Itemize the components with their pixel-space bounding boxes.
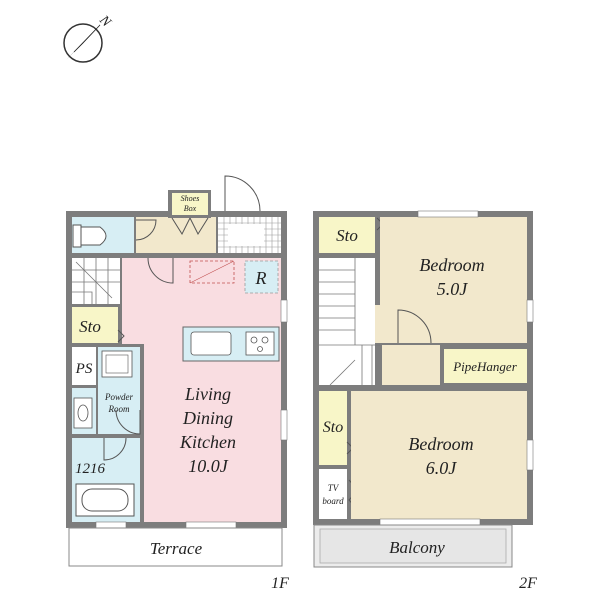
compass-north-label: N — [96, 12, 114, 30]
entrance-door — [224, 175, 261, 212]
ps-room — [72, 347, 96, 385]
ldk-label-3: Kitchen — [179, 432, 236, 452]
window-2f-bottom — [379, 518, 481, 526]
storage-2f-top-label: Sto — [336, 226, 358, 245]
washing-machine — [101, 350, 133, 378]
range-hood-diag — [189, 260, 235, 284]
floor-1f-label: 1F — [271, 575, 289, 592]
tv-board-label-1: TV — [328, 483, 340, 493]
bedroom-top-label-2: 5.0J — [437, 279, 469, 299]
refrigerator-space — [244, 260, 279, 294]
ldk-label-1: Living — [184, 384, 231, 404]
shoes-box-door-r — [189, 217, 209, 236]
ps-label: PS — [75, 361, 93, 377]
balcony-inner — [319, 528, 507, 564]
bath-label: 1216 — [75, 461, 106, 477]
kitchen-counter — [182, 326, 280, 362]
floor-2f-label: 2F — [519, 575, 537, 592]
stairs-1f-steps — [72, 258, 120, 304]
hall-room — [136, 217, 216, 253]
storage-2f-left — [319, 391, 347, 465]
compass-needle-light — [73, 24, 101, 53]
shoes-box-label-2: Box — [184, 204, 197, 213]
floor-2f: Sto Bedroom 5.0J PipeHanger — [313, 210, 537, 592]
bedroom-top — [380, 217, 527, 343]
window-2f-right — [526, 299, 534, 323]
bath-door — [103, 437, 127, 461]
washing-machine-inner — [105, 354, 129, 374]
floor-1f: Shoes Box R — [66, 175, 289, 592]
shoes-box — [172, 193, 208, 215]
window-1f-bath — [95, 521, 127, 529]
shoes-box-label-1: Shoes — [181, 194, 200, 203]
window-1f-bottom — [185, 521, 237, 529]
shoes-box-door-l — [171, 217, 191, 236]
ent-label-bg — [228, 224, 264, 246]
window-2f-right-2 — [526, 439, 534, 471]
bedroom-bottom — [351, 391, 527, 519]
window-2f-top — [417, 210, 479, 218]
ldk-label-4: 10.0J — [188, 456, 229, 476]
terrace — [68, 527, 283, 567]
toilet-fixture — [72, 224, 107, 248]
window-1f-right — [280, 409, 288, 441]
ldk-label-2: Dining — [182, 408, 233, 428]
terrace-label: Terrace — [150, 539, 203, 558]
stairs-2f — [319, 258, 375, 385]
storage-2f-top — [319, 217, 375, 253]
storage-1f-label: Sto — [79, 317, 101, 336]
bedroom-top-door — [397, 309, 432, 344]
toilet-door — [135, 219, 157, 241]
storage-1f — [72, 307, 118, 343]
range-hood — [189, 260, 235, 284]
pipe-hanger-label: PipeHanger — [452, 359, 517, 374]
tv-board — [319, 469, 347, 519]
ldk-door — [147, 257, 174, 284]
bedroom-top-label-1: Bedroom — [419, 255, 484, 275]
bathtub — [75, 483, 135, 517]
powder-room-label-1: Powder — [104, 392, 133, 402]
compass: N — [63, 12, 114, 63]
balcony-label: Balcony — [389, 538, 445, 557]
storage-1f-door — [117, 329, 125, 343]
ldk-room-mid — [122, 304, 162, 344]
tv-board-label-2: board — [322, 496, 344, 506]
stairs-2f-steps — [319, 258, 380, 386]
bedroom-bottom-label-2: 6.0J — [426, 458, 458, 478]
washbasin — [73, 397, 93, 429]
refrigerator-label: R — [255, 268, 267, 288]
hallway-2f — [382, 345, 440, 385]
powder-room-label-2: Room — [108, 404, 130, 414]
pipe-hanger — [444, 349, 527, 383]
window-1f-right-top — [280, 299, 288, 323]
bedroom-bottom-label-1: Bedroom — [408, 434, 473, 454]
storage-2f-left-label: Sto — [323, 419, 343, 436]
powder-room-door — [115, 409, 141, 435]
